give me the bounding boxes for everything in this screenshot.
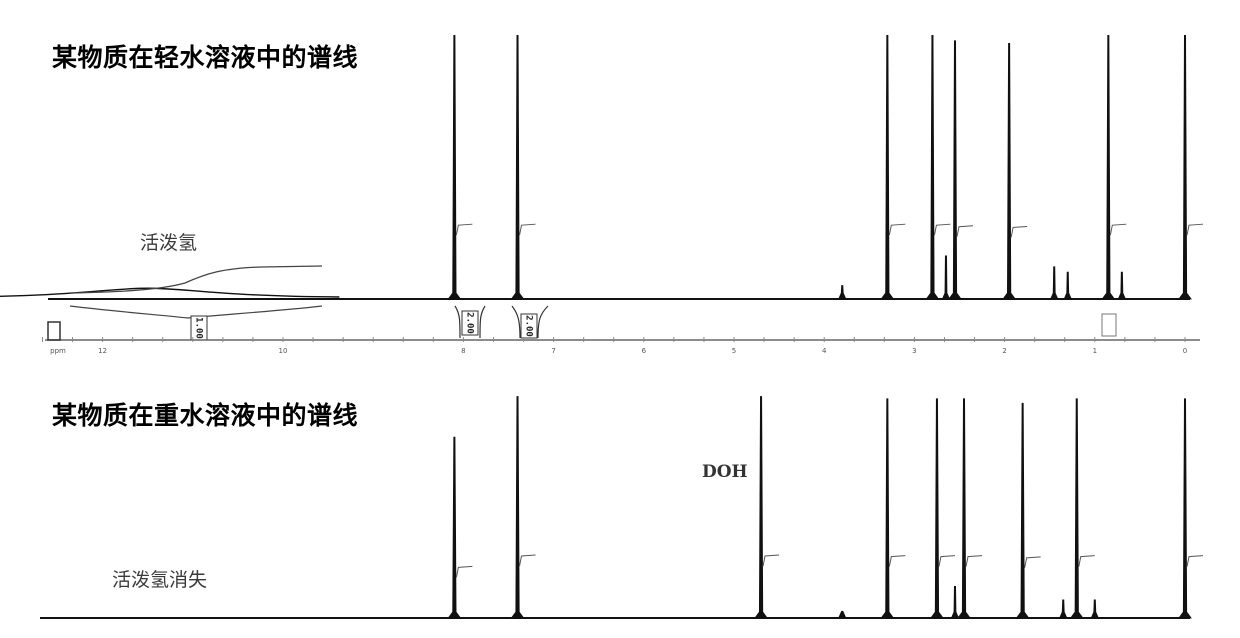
- integral-bracket-active: [69, 305, 323, 319]
- ppm-tick-label: ppm: [50, 347, 66, 355]
- integral-box-2: [520, 313, 538, 339]
- integral-mark-1: [519, 554, 536, 567]
- spectrum-peak-12: [838, 285, 847, 300]
- integral-box-1: [461, 310, 479, 336]
- spectrum-peak-12: [838, 610, 847, 619]
- spectrum-top-title: 某物质在轻水溶液中的谱线: [52, 43, 359, 72]
- spectrum-peak-11: [1178, 34, 1192, 300]
- axis-marker-right: [1101, 313, 1117, 337]
- integral-mark-0: [455, 565, 473, 578]
- spectrum-peak-1: [510, 396, 525, 619]
- integral-mark-4: [938, 555, 955, 567]
- integral-mark-7: [1024, 556, 1041, 568]
- spectrum-peak-0: [447, 436, 462, 619]
- integral-mark-9: [1109, 223, 1127, 236]
- ppm-tick-label: 2: [1002, 347, 1006, 355]
- integral-mark-11: [1186, 555, 1204, 567]
- spectrum-peak-4: [930, 398, 944, 619]
- integration-curve: [69, 265, 323, 294]
- integral-mark-8: [1078, 555, 1095, 567]
- spectrum-peak-6: [950, 585, 960, 619]
- spectrum-peak-8: [1069, 398, 1084, 619]
- integral-mark-4: [956, 225, 974, 237]
- spectrum-peak-5: [941, 255, 951, 300]
- integral-mark-2: [888, 223, 906, 236]
- spectrum-peak-0: [447, 34, 462, 300]
- spectrum-bottom-plot: [40, 396, 1204, 619]
- spectrum-peak-4: [948, 40, 962, 300]
- broad-peak-0: [0, 287, 340, 298]
- integral-value-2: 2.00: [524, 315, 534, 337]
- active-hydrogen-label: 活泼氢: [140, 232, 198, 254]
- spectrum-peak-9: [1059, 599, 1068, 619]
- integral-mark-3: [933, 223, 951, 236]
- ppm-tick-label: 4: [822, 347, 827, 355]
- spectrum-peak-3: [880, 398, 895, 619]
- ppm-tick-label: 6: [642, 347, 647, 355]
- spectrum-peak-1: [510, 34, 525, 300]
- ppm-tick-label: 12: [98, 347, 107, 355]
- integral-mark-5: [965, 555, 983, 567]
- ppm-tick-label: 1: [1093, 347, 1097, 355]
- integral-mark-3: [888, 555, 906, 567]
- active-hydrogen-vanished-label: 活泼氢消失: [112, 569, 208, 591]
- spectrum-peak-11: [1178, 398, 1192, 619]
- ppm-tick-label: 0: [1183, 347, 1187, 355]
- integral-mark-2: [762, 554, 780, 567]
- integral-mark-0: [455, 223, 473, 236]
- doh-peak-label: DOH: [702, 462, 748, 482]
- ppm-tick-label: 5: [732, 347, 736, 355]
- spectrum-bottom-title: 某物质在重水溶液中的谱线: [52, 401, 359, 430]
- integral-value-1: 2.00: [465, 312, 475, 334]
- ppm-tick-label: 7: [551, 347, 555, 355]
- spectrum-peak-6: [1002, 43, 1017, 300]
- integral-value-0: 1.00: [194, 317, 204, 339]
- ppm-tick-label: 3: [912, 347, 916, 355]
- integral-mark-6: [1010, 225, 1028, 238]
- integral-mark-11: [1186, 223, 1204, 236]
- ppm-tick-label: 8: [461, 347, 465, 355]
- spectrum-peak-2: [754, 396, 768, 619]
- spectrum-peak-7: [1050, 266, 1059, 300]
- spectrum-peak-7: [1015, 402, 1030, 619]
- ppm-tick-label: 10: [279, 347, 288, 355]
- integral-bracket-2: [511, 305, 549, 339]
- spectrum-peak-9: [1101, 34, 1116, 300]
- spectrum-peak-8: [1063, 271, 1072, 300]
- spectrum-peak-10: [1090, 599, 1100, 619]
- spectrum-peak-3: [925, 34, 940, 300]
- axis-marker-left: [47, 321, 61, 341]
- integral-mark-1: [519, 223, 536, 236]
- spectrum-peak-2: [880, 34, 895, 300]
- spectrum-peak-10: [1117, 271, 1127, 300]
- spectrum-peak-5: [957, 398, 971, 619]
- integral-bracket-1: [454, 305, 486, 339]
